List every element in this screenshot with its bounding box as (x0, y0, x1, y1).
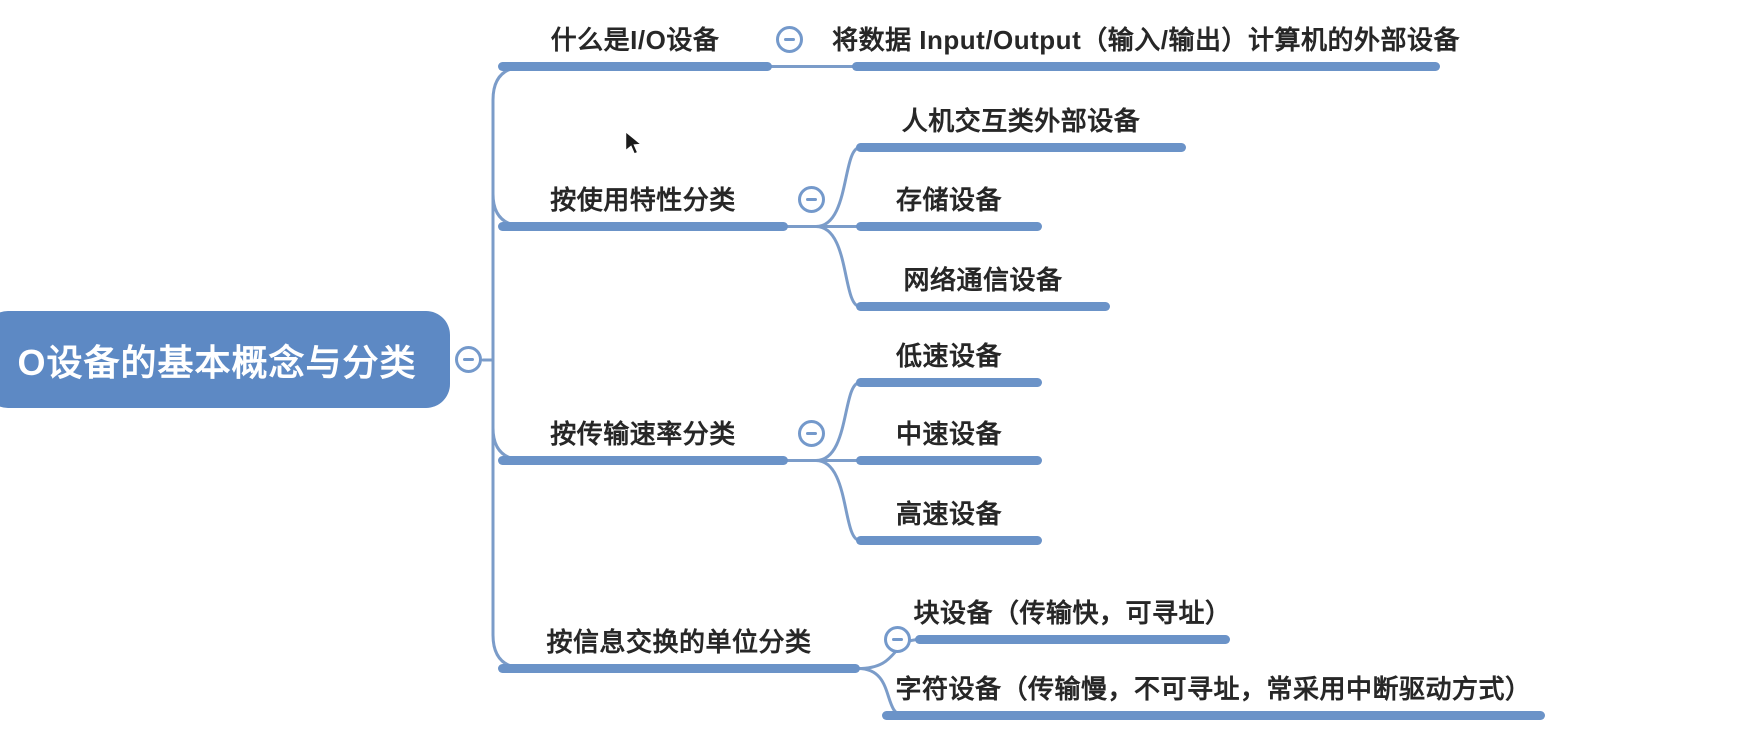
topic-label: 存储设备 (895, 185, 1002, 215)
topic-underline (498, 222, 788, 231)
topic-classify-by-exchange-unit[interactable]: 按信息交换的单位分类 (498, 626, 860, 673)
topic-block-devices[interactable]: 块设备（传输快，可寻址） (913, 597, 1232, 644)
topic-underline (882, 711, 1545, 720)
topic-underline (856, 456, 1042, 465)
minus-icon (892, 638, 903, 641)
collapse-button-branch4[interactable] (884, 626, 911, 653)
topic-underline (856, 302, 1110, 311)
mouse-cursor-icon (624, 129, 646, 161)
topic-underline (856, 536, 1042, 545)
collapse-button-root[interactable] (455, 346, 482, 373)
topic-underline (498, 62, 772, 71)
branch2-child-up-curve (814, 146, 862, 228)
branch2-child-down-curve (814, 225, 862, 308)
topic-io-device-definition[interactable]: 将数据 Input/Output（输入/输出）计算机的外部设备 (832, 24, 1459, 71)
topic-label: 什么是I/O设备 (550, 25, 720, 55)
collapse-button-branch2[interactable] (798, 186, 825, 213)
topic-label: 人机交互类外部设备 (901, 106, 1141, 136)
topic-underline (856, 222, 1042, 231)
root-topic[interactable]: O设备的基本概念与分类 (0, 311, 450, 408)
topic-underline (852, 62, 1440, 71)
topic-label: 按信息交换的单位分类 (546, 627, 812, 657)
minus-icon (806, 432, 817, 435)
minus-icon (463, 358, 474, 361)
topic-label: 块设备（传输快，可寻址） (913, 598, 1232, 628)
topic-storage-devices[interactable]: 存储设备 (856, 184, 1042, 231)
topic-label: 低速设备 (895, 341, 1002, 371)
root-topic-label: O设备的基本概念与分类 (17, 341, 417, 383)
topic-character-devices[interactable]: 字符设备（传输慢，不可寻址，常采用中断驱动方式） (882, 673, 1545, 720)
topic-low-speed-devices[interactable]: 低速设备 (856, 340, 1042, 387)
topic-label: 高速设备 (895, 499, 1002, 529)
topic-underline (856, 378, 1042, 387)
topic-classify-by-usage[interactable]: 按使用特性分类 (498, 184, 788, 231)
topic-network-devices[interactable]: 网络通信设备 (856, 264, 1110, 311)
topic-what-is-io-device[interactable]: 什么是I/O设备 (498, 24, 772, 71)
minus-icon (806, 198, 817, 201)
topic-classify-by-speed[interactable]: 按传输速率分类 (498, 418, 788, 465)
topic-underline (915, 635, 1230, 644)
collapse-button-branch3[interactable] (798, 420, 825, 447)
topic-medium-speed-devices[interactable]: 中速设备 (856, 418, 1042, 465)
branch3-child-up-curve (814, 381, 862, 462)
branch3-child-down-curve (814, 459, 862, 542)
topic-label: 字符设备（传输慢，不可寻址，常采用中断驱动方式） (895, 674, 1532, 704)
topic-human-interaction-devices[interactable]: 人机交互类外部设备 (856, 105, 1186, 152)
trunk-line (491, 65, 528, 670)
topic-label: 中速设备 (895, 419, 1002, 449)
topic-label: 按使用特性分类 (550, 185, 736, 215)
topic-underline (498, 664, 860, 673)
topic-underline (856, 143, 1186, 152)
topic-underline (498, 456, 788, 465)
minus-icon (784, 38, 795, 41)
topic-label: 网络通信设备 (903, 265, 1063, 295)
topic-label: 将数据 Input/Output（输入/输出）计算机的外部设备 (832, 25, 1460, 55)
topic-label: 按传输速率分类 (550, 419, 736, 449)
topic-high-speed-devices[interactable]: 高速设备 (856, 498, 1042, 545)
collapse-button-branch1[interactable] (776, 26, 803, 53)
